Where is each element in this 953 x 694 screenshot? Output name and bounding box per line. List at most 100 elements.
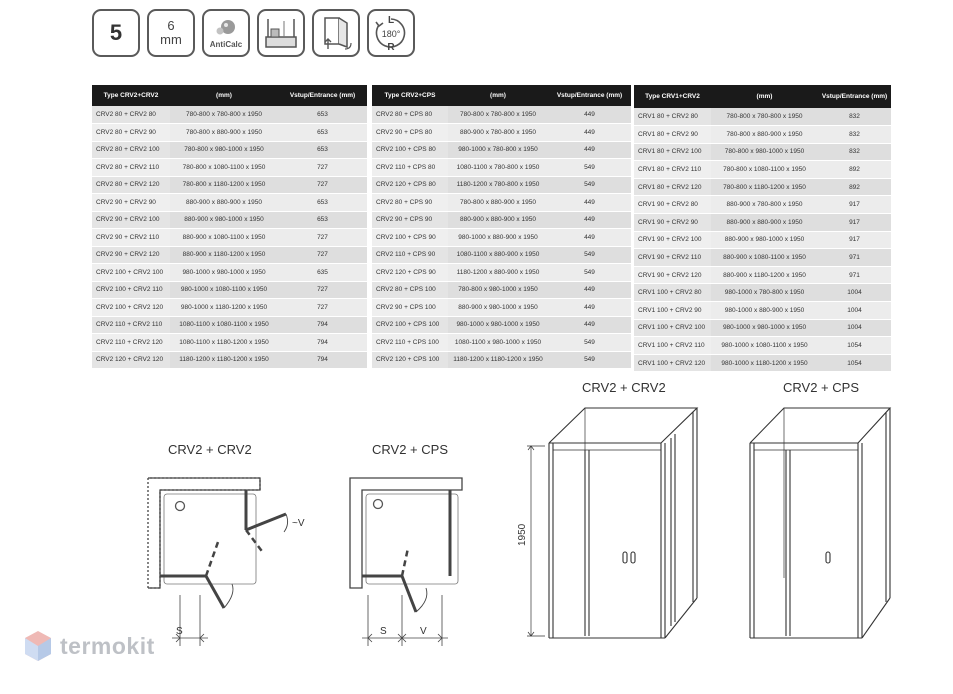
- cell-type: CRV2 100 + CPS 80: [372, 141, 448, 159]
- cell-size: 1080-1100 x 780-800 x 1950: [448, 158, 548, 177]
- cell-type: CRV1 100 + CRV2 90: [634, 301, 711, 320]
- cell-size: 980-1000 x 1180-1200 x 1950: [711, 354, 818, 373]
- dim-v-label: V: [420, 626, 427, 637]
- hexagon-logo-icon: [25, 631, 51, 661]
- cell-size: 980-1000 x 880-900 x 1950: [448, 228, 548, 247]
- plan-crv2-cps-drawing: S V: [349, 477, 463, 646]
- cell-entrance: 727: [278, 158, 367, 177]
- col-header-type: Type CRV2+CPS: [372, 85, 448, 106]
- cell-size: 880-900 x 1180-1200 x 1950: [711, 266, 818, 285]
- cell-type: CRV2 110 + CPS 80: [372, 158, 448, 177]
- table-crv2-crv2: Type CRV2+CRV2 (mm) Vstup/Entrance (mm) …: [92, 85, 367, 369]
- cell-type: CRV1 80 + CRV2 110: [634, 160, 711, 179]
- cell-entrance: 449: [548, 141, 631, 159]
- col-header-size: (mm): [448, 85, 548, 106]
- cell-type: CRV1 100 + CRV2 120: [634, 354, 711, 373]
- cell-size: 880-900 x 780-800 x 1950: [711, 195, 818, 215]
- cell-entrance: 549: [548, 263, 631, 282]
- anticalc-badge: AntiCalc: [202, 9, 250, 57]
- cell-size: 880-900 x 880-900 x 1950: [711, 213, 818, 232]
- col-header-type: Type CRV2+CRV2: [92, 85, 170, 106]
- bath-tray-badge: [257, 9, 305, 57]
- table-header-row: Type CRV2+CRV2 (mm) Vstup/Entrance (mm): [92, 85, 367, 106]
- cell-size: 980-1000 x 880-900 x 1950: [711, 301, 818, 320]
- cell-entrance: 727: [278, 298, 367, 317]
- cell-size: 1080-1100 x 1180-1200 x 1950: [170, 333, 278, 352]
- cell-type: CRV2 100 + CRV2 120: [92, 298, 170, 317]
- cell-entrance: 1004: [818, 301, 891, 320]
- cell-entrance: 449: [548, 106, 631, 124]
- cell-type: CRV2 120 + CRV2 120: [92, 351, 170, 369]
- cell-entrance: 549: [548, 158, 631, 177]
- door-swing-icon: [324, 17, 352, 50]
- cell-size: 1080-1100 x 880-900 x 1950: [448, 246, 548, 264]
- cell-size: 880-900 x 1180-1200 x 1950: [170, 246, 278, 264]
- cell-entrance: 1054: [818, 336, 891, 355]
- cell-entrance: 971: [818, 266, 891, 285]
- cell-entrance: 892: [818, 160, 891, 179]
- cell-size: 780-800 x 980-1000 x 1950: [711, 143, 818, 162]
- cell-size: 980-1000 x 780-800 x 1950: [448, 141, 548, 159]
- cell-type: CRV2 90 + CPS 80: [372, 123, 448, 142]
- cell-entrance: 892: [818, 178, 891, 197]
- cell-entrance: 449: [548, 298, 631, 317]
- col-header-type: Type CRV1+CRV2: [634, 85, 711, 108]
- cell-size: 780-800 x 880-900 x 1950: [711, 125, 818, 144]
- cell-entrance: 549: [548, 176, 631, 194]
- cell-entrance: 794: [278, 316, 367, 334]
- cell-entrance: 917: [818, 195, 891, 215]
- cell-entrance: 727: [278, 246, 367, 264]
- cell-entrance: 832: [818, 125, 891, 144]
- cell-size: 780-800 x 1180-1200 x 1950: [170, 176, 278, 194]
- col-header-size: (mm): [711, 85, 818, 108]
- cell-type: CRV2 90 + CPS 90: [372, 211, 448, 229]
- shower-tray-icon: [265, 19, 297, 48]
- thickness-unit: mm: [160, 32, 182, 47]
- cell-entrance: 917: [818, 213, 891, 232]
- cell-type: CRV2 90 + CRV2 120: [92, 246, 170, 264]
- view1-title: CRV2 + CRV2: [582, 380, 666, 395]
- cell-entrance: 449: [548, 123, 631, 142]
- cell-size: 1180-1200 x 1180-1200 x 1950: [448, 351, 548, 369]
- view2-title: CRV2 + CPS: [783, 380, 859, 395]
- plan2-title: CRV2 + CPS: [372, 442, 448, 457]
- cell-type: CRV2 90 + CPS 100: [372, 298, 448, 317]
- cell-entrance: 653: [278, 106, 367, 124]
- plan1-title: CRV2 + CRV2: [168, 442, 252, 457]
- cell-entrance: 1004: [818, 283, 891, 303]
- cell-size: 1080-1100 x 980-1000 x 1950: [448, 333, 548, 352]
- cell-type: CRV1 80 + CRV2 100: [634, 143, 711, 162]
- cell-entrance: 449: [548, 193, 631, 212]
- cell-type: CRV2 80 + CRV2 90: [92, 123, 170, 142]
- cell-size: 780-800 x 780-800 x 1950: [711, 108, 818, 127]
- glass-thickness-badge: 6 mm: [147, 9, 195, 57]
- cell-type: CRV2 80 + CRV2 120: [92, 176, 170, 194]
- cell-type: CRV1 100 + CRV2 110: [634, 336, 711, 355]
- cell-type: CRV2 110 + CPS 90: [372, 246, 448, 264]
- cell-size: 880-900 x 980-1000 x 1950: [711, 231, 818, 250]
- water-drops-icon: [216, 19, 235, 34]
- cell-entrance: 549: [548, 246, 631, 264]
